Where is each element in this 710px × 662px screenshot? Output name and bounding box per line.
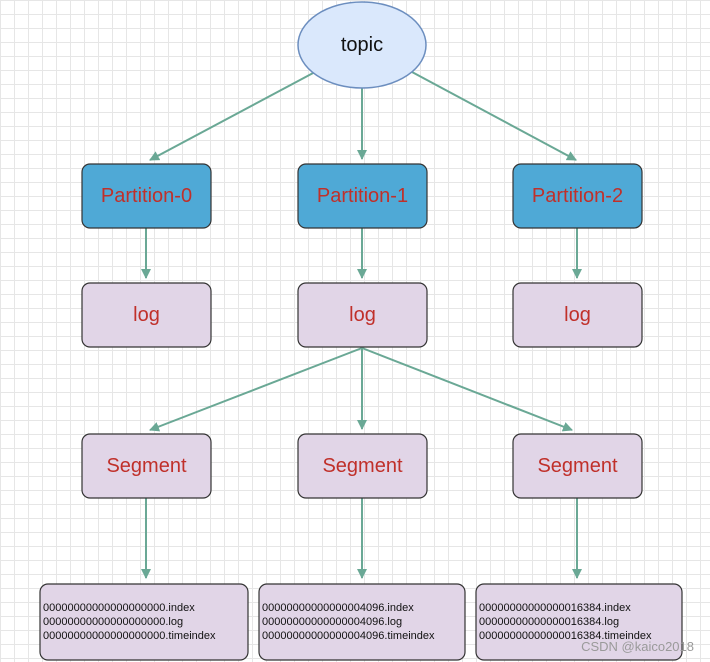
log-box <box>512 282 643 348</box>
edge-topic-partition-2 <box>411 71 577 161</box>
index-file-name: 00000000000000000000.index <box>43 602 195 614</box>
log-box <box>297 282 428 348</box>
segment-label: Segment <box>537 455 617 477</box>
log-label: log <box>133 304 160 326</box>
log-node: log <box>81 282 212 348</box>
segment-files-box <box>258 583 466 661</box>
segment-files-node: 00000000000000016384.index 0000000000000… <box>475 583 683 661</box>
timeindex-file-name: 00000000000000004096.timeindex <box>262 630 435 642</box>
log-node: log <box>512 282 643 348</box>
segment-box <box>81 433 212 499</box>
segment-files-node: 00000000000000004096.index 0000000000000… <box>258 583 466 661</box>
edge-topic-partition-0 <box>149 71 316 161</box>
log-file-name: 00000000000000016384.log <box>479 616 619 628</box>
segment-node: Segment <box>297 433 428 499</box>
partition-label: Partition-0 <box>101 185 192 207</box>
segment-label: Segment <box>106 455 186 477</box>
segment-files-node: 00000000000000000000.index 0000000000000… <box>39 583 249 661</box>
segment-node: Segment <box>512 433 643 499</box>
topic-ellipse <box>297 1 427 89</box>
segment-box <box>512 433 643 499</box>
timeindex-file-name: 00000000000000000000.timeindex <box>43 630 216 642</box>
segment-node: Segment <box>81 433 212 499</box>
partition-label: Partition-2 <box>532 185 623 207</box>
log-file-name: 00000000000000004096.log <box>262 616 402 628</box>
index-file-name: 00000000000000016384.index <box>479 602 631 614</box>
csdn-watermark: CSDN @kaico2018 <box>581 639 694 654</box>
partition-box <box>81 163 212 229</box>
partition-node: Partition-1 <box>297 163 428 229</box>
edge-log-segment-0 <box>149 347 363 432</box>
index-file-name: 00000000000000004096.index <box>262 602 414 614</box>
segment-files-box <box>475 583 683 661</box>
partition-node: Partition-2 <box>512 163 643 229</box>
partition-label: Partition-1 <box>317 185 408 207</box>
log-node: log <box>297 282 428 348</box>
partition-box <box>297 163 428 229</box>
topic-node: topic <box>297 1 427 89</box>
segment-files-box <box>39 583 249 661</box>
segment-label: Segment <box>322 455 402 477</box>
log-file-name: 00000000000000000000.log <box>43 616 183 628</box>
log-box <box>81 282 212 348</box>
timeindex-file-name: 00000000000000016384.timeindex <box>479 630 652 642</box>
segment-box <box>297 433 428 499</box>
topic-label: topic <box>341 34 383 56</box>
edge-log-segment-2 <box>361 347 573 432</box>
log-label: log <box>349 304 376 326</box>
partition-box <box>512 163 643 229</box>
log-label: log <box>564 304 591 326</box>
partition-node: Partition-0 <box>81 163 212 229</box>
